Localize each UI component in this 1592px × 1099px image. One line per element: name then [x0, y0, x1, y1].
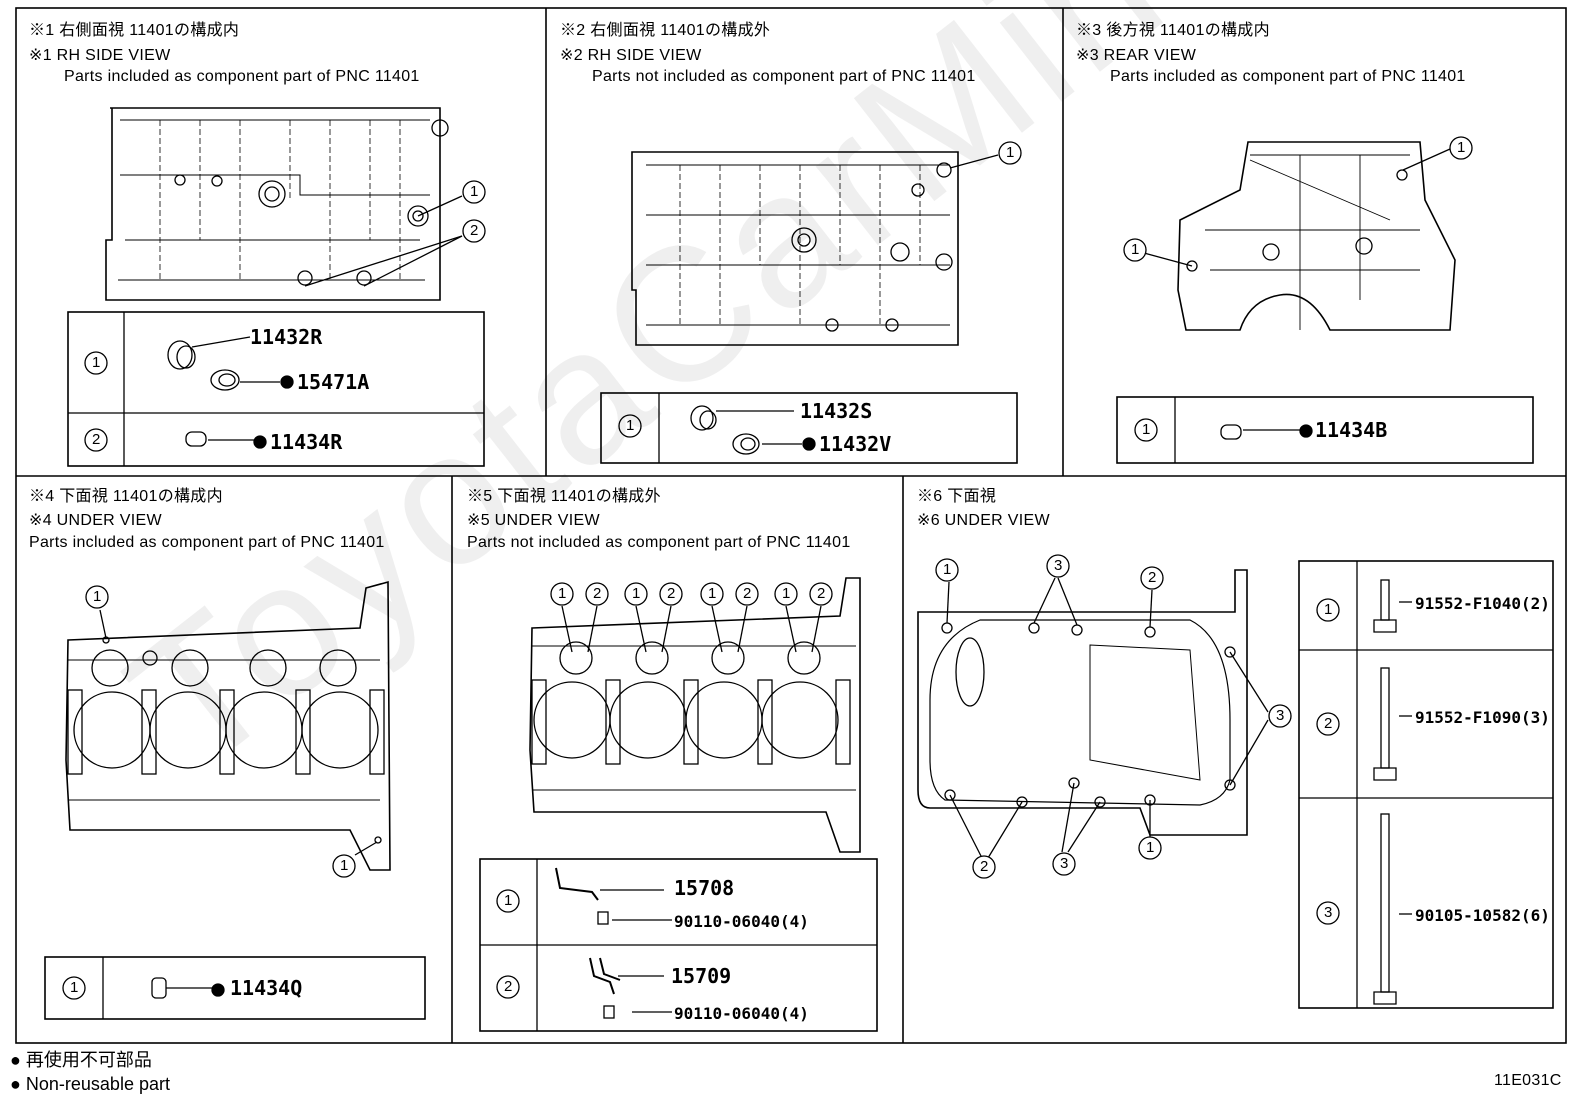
p1-engine-block-drawing	[67, 107, 486, 467]
callout-2: 2	[980, 858, 989, 875]
callout-1: 1	[340, 857, 349, 874]
p2-note: Parts not included as component part of …	[592, 68, 976, 85]
callout-1: 1	[92, 354, 101, 371]
callout-2: 2	[743, 585, 752, 602]
p5-part-90110-06040: 90110-06040(4)	[674, 912, 809, 931]
p6-title-en: ※6 UNDER VIEW	[917, 512, 1050, 529]
p2-part-11432S: 11432S	[800, 399, 873, 423]
p6-oil-pan-drawing	[917, 554, 1554, 1009]
p1-part-11434R: 11434R	[270, 430, 343, 454]
p5-title-jp: ※5 下面視 11401の構成外	[467, 488, 661, 505]
callout-3: 3	[1276, 707, 1285, 724]
callout-2: 2	[593, 585, 602, 602]
callout-1: 1	[1131, 241, 1140, 258]
p4-part-11434Q: 11434Q	[230, 976, 303, 1000]
callout-1: 1	[470, 183, 479, 200]
callout-1: 1	[504, 892, 513, 909]
callout-1: 1	[558, 585, 567, 602]
legend-bullet-icon: ●	[10, 1074, 21, 1094]
p2-title-jp: ※2 右側面視 11401の構成外	[560, 22, 771, 39]
callout-1: 1	[1006, 144, 1015, 161]
p4-title-jp: ※4 下面視 11401の構成内	[29, 488, 223, 505]
p2-title-en: ※2 RH SIDE VIEW	[560, 47, 702, 64]
p2-engine-block-drawing	[600, 141, 1022, 464]
p4-engine-block-drawing	[44, 580, 426, 1020]
doc-code: 11E031C	[1494, 1072, 1562, 1089]
p1-part-11432R: 11432R	[250, 325, 323, 349]
legend-en: ● Non-reusable part	[10, 1073, 170, 1095]
callout-1: 1	[1146, 839, 1155, 856]
legend-jp: ● 再使用不可部品	[10, 1049, 152, 1071]
callout-1: 1	[1457, 139, 1466, 156]
callout-3: 3	[1060, 855, 1069, 872]
p5-part-15709: 15709	[671, 964, 732, 988]
p3-title-jp: ※3 後方視 11401の構成内	[1076, 22, 1270, 39]
callout-1: 1	[782, 585, 791, 602]
p3-part-11434B: 11434B	[1315, 418, 1388, 442]
p1-part-15471A: 15471A	[297, 370, 370, 394]
p6-title-jp: ※6 下面視	[917, 488, 997, 505]
callout-1: 1	[1324, 601, 1333, 618]
callout-2: 2	[1324, 715, 1333, 732]
callout-1: 1	[632, 585, 641, 602]
callout-1: 1	[1142, 421, 1151, 438]
p5-title-en: ※5 UNDER VIEW	[467, 512, 600, 529]
p1-title-en: ※1 RH SIDE VIEW	[29, 47, 171, 64]
callout-2: 2	[470, 222, 479, 239]
callout-1: 1	[708, 585, 717, 602]
p6-part-90105-10582: 90105-10582(6)	[1415, 906, 1550, 925]
p1-title-jp: ※1 右側面視 11401の構成内	[29, 22, 240, 39]
p5-part-15708: 15708	[674, 876, 735, 900]
p3-title-en: ※3 REAR VIEW	[1076, 47, 1197, 64]
callout-2: 2	[504, 978, 513, 995]
callout-3: 3	[1054, 557, 1063, 574]
callout-2: 2	[817, 585, 826, 602]
legend-bullet-icon: ●	[10, 1050, 21, 1070]
p5-part-90110-06040: 90110-06040(4)	[674, 1004, 809, 1023]
p6-part-91552-F1090: 91552-F1090(3)	[1415, 708, 1550, 727]
callout-2: 2	[667, 585, 676, 602]
callout-1: 1	[943, 561, 952, 578]
p3-engine-block-drawing	[1116, 136, 1534, 464]
callout-1: 1	[93, 588, 102, 605]
p2-part-11432V: 11432V	[819, 432, 892, 456]
p1-note: Parts included as component part of PNC …	[64, 68, 420, 85]
legend-jp-label: 再使用不可部品	[25, 1050, 152, 1070]
p4-note: Parts included as component part of PNC …	[29, 534, 385, 551]
callout-1: 1	[70, 979, 79, 996]
callout-2: 2	[92, 431, 101, 448]
p4-title-en: ※4 UNDER VIEW	[29, 512, 162, 529]
legend-en-label: Non-reusable part	[25, 1074, 170, 1094]
p6-part-91552-F1040: 91552-F1040(2)	[1415, 594, 1550, 613]
p3-note: Parts included as component part of PNC …	[1110, 68, 1466, 85]
callout-3: 3	[1324, 904, 1333, 921]
p5-note: Parts not included as component part of …	[467, 534, 851, 551]
p5-engine-block-drawing	[479, 577, 878, 1032]
callout-2: 2	[1148, 569, 1157, 586]
callout-1: 1	[626, 417, 635, 434]
